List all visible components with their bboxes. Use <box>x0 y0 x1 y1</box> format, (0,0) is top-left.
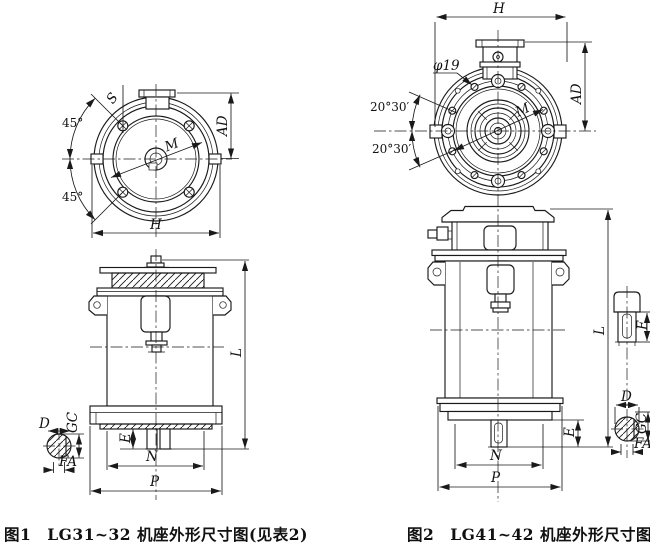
fig1-dim-m: M <box>110 135 203 178</box>
fig1-dim-ad: AD <box>177 92 239 159</box>
fig2-angle-upper-label: 20°30′ <box>370 100 410 114</box>
figure1-side-view: L E N P <box>88 249 249 500</box>
fig2-dim-d: D <box>614 389 640 424</box>
fig1-dim-s-label: S <box>103 90 121 107</box>
fig2-dim-h-label: H <box>492 1 505 17</box>
fig1-angle-lower-label: 45° <box>62 190 83 204</box>
fig2-dim-n: N <box>454 424 544 469</box>
fig2-dim-phi19-label: φ19 <box>433 58 460 74</box>
fig2-dim-fa-label: FA <box>633 436 650 452</box>
fig2-dim-e-detail-label: E <box>635 320 650 331</box>
fig2-dim-e: E <box>510 419 584 447</box>
figure2-shaft-section-detail: D GC FA <box>611 389 650 456</box>
fig1-dim-angle45: 45° 45° <box>62 93 125 225</box>
fig1-dim-l: L <box>120 259 249 450</box>
fig1-dim-p-label: P <box>149 474 160 490</box>
fig2-dim-n-label: N <box>489 448 503 464</box>
fig2-dim-p-label: P <box>490 470 501 486</box>
fig2-angle-lower-label: 20°30′ <box>372 142 412 156</box>
fig1-dim-h: H <box>91 165 221 238</box>
fig2-dim-ad-label: AD <box>569 83 585 106</box>
figure1-caption: 图1 LG31~32 机座外形尺寸图(见表2) <box>4 525 308 544</box>
fig1-side-lugs <box>88 295 232 316</box>
fig1-dim-gc-label: GC <box>65 411 81 433</box>
fig1-dim-l-label: L <box>229 348 245 358</box>
fig1-dim-e: E <box>118 428 146 449</box>
fig1-dim-h-label: H <box>149 217 162 233</box>
fig1-angle-upper-label: 45° <box>62 116 83 130</box>
figure1-front-view: 45° 45° S M AD <box>62 84 239 238</box>
fig1-dim-e-label: E <box>118 433 134 444</box>
fig2-dim-m-label: M <box>512 100 533 121</box>
fig2-dim-fa: FA <box>611 436 650 456</box>
fig2-gland <box>427 226 452 241</box>
fig2-dim-ad: AD <box>525 41 592 131</box>
fig2-dim-p: P <box>437 406 563 491</box>
fig2-terminal-box <box>475 39 525 80</box>
figure1: 45° 45° S M AD <box>38 84 249 500</box>
figure2-shaft-side-detail: E <box>613 286 650 458</box>
fig2-dim-phi19: φ19 <box>433 58 473 86</box>
figure2-front-view: H AD φ19 20°30′ 20°30′ <box>370 1 596 196</box>
fig2-side-lugs <box>427 261 570 286</box>
fig1-dim-p: P <box>89 426 223 495</box>
fig1-terminal-box <box>138 89 176 110</box>
fig1-dim-n-label: N <box>145 449 159 465</box>
fig1-hatched-flange <box>111 272 205 289</box>
fig2-screws <box>448 82 548 180</box>
figure2: H AD φ19 20°30′ 20°30′ <box>370 1 650 502</box>
fig1-dim-d: D <box>38 416 70 435</box>
fig1-dim-n: N <box>106 431 205 470</box>
fig2-dim-gc-label: GC <box>634 412 650 434</box>
figure1-shaft-section-detail: D GC FA <box>38 411 84 474</box>
fig2-dim-l: L <box>510 208 613 448</box>
fig1-dim-fa: FA <box>43 454 77 474</box>
fig1-dim-fa-label: FA <box>58 454 77 470</box>
fig1-dim-m-label: M <box>162 135 183 156</box>
fig2-left-lug <box>429 124 443 139</box>
fig2-dim-gc: GC <box>630 411 650 442</box>
fig2-dim-l-label: L <box>592 326 608 336</box>
fig2-dim-angle: 20°30′ 20°30′ <box>370 91 458 171</box>
fig1-dim-gc: GC <box>59 411 84 459</box>
fig2-dim-d-label: D <box>620 389 632 405</box>
fig2-dim-e-detail: E <box>635 311 650 343</box>
fig2-dim-e-label: E <box>562 427 578 438</box>
figure2-caption: 图2 LG41~42 机座外形尺寸图(见表2) <box>407 525 650 544</box>
fig2-right-lug <box>553 124 567 139</box>
fig1-dim-d-label: D <box>38 416 50 432</box>
figure2-side-view: L E N P <box>427 30 613 502</box>
fig1-dim-ad-label: AD <box>215 115 231 138</box>
